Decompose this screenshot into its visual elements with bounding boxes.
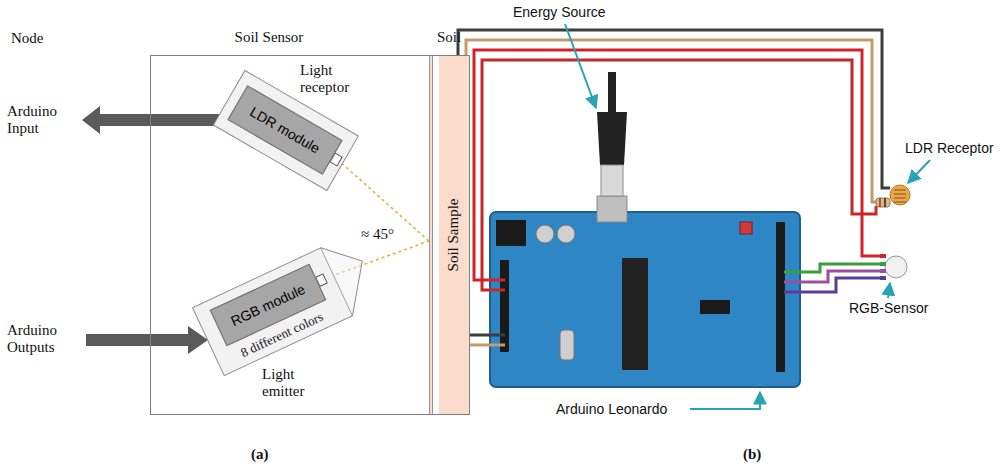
pin-header: [776, 222, 785, 372]
leader-line: [908, 160, 930, 183]
ldr-track: [894, 190, 906, 202]
resistor-symbol: [876, 198, 890, 207]
leader-line: [565, 24, 596, 108]
crystal: [560, 330, 574, 360]
usb-chip: [700, 300, 730, 314]
enclosure-heading: Soil Sensor: [169, 29, 369, 46]
wire: [458, 30, 890, 335]
band-heading: Soil: [419, 29, 479, 46]
soil-band: SoilSoil Sample: [429, 56, 469, 414]
power-jack: [496, 220, 526, 246]
led-leg: [880, 254, 886, 258]
usb-cable: [608, 72, 616, 112]
panel-heading: Node: [10, 30, 45, 47]
rgb-led: [885, 256, 907, 278]
emitter-housing: 8 different colorsRGB moduleLight emitte…: [189, 245, 369, 405]
callout-label: Arduino Leonardo: [555, 401, 668, 417]
leader-line: [690, 392, 760, 409]
wire: [466, 40, 876, 345]
arduino-board: [490, 212, 800, 387]
microcontroller-chip: [622, 258, 648, 370]
housing-heading: Light receptor: [300, 62, 374, 97]
angle-label: ≈ 45°: [360, 226, 395, 243]
leader-line: [888, 283, 890, 298]
housing-tip: [321, 234, 382, 315]
led-leg: [880, 262, 886, 266]
wire: [474, 50, 884, 280]
ldr-symbol: [890, 185, 910, 205]
signal-name: Arduino Input: [6, 103, 80, 138]
resistor-band: [879, 198, 881, 207]
housing-frame: 8 different colorsRGB module: [192, 247, 353, 376]
led-leg: [880, 269, 886, 273]
callout-label: LDR Receptor: [904, 140, 995, 156]
callout-label: Energy Source: [512, 4, 607, 20]
reset-button: [740, 222, 752, 234]
led-leg: [880, 276, 886, 280]
resistor-band: [884, 198, 886, 207]
panel-tag: (b): [742, 446, 762, 463]
signal-name: Arduino Outputs: [6, 322, 80, 357]
output-arrow: [86, 326, 208, 354]
usb-plug-metal: [601, 165, 623, 196]
input-arrow: [82, 106, 222, 134]
housing-heading: Light emitter: [262, 366, 324, 401]
housing-body: [193, 248, 353, 376]
sensor-enclosure: Soil SensorLDR moduleLight receptor8 dif…: [150, 55, 470, 415]
panel-tag: (a): [250, 446, 270, 463]
usb-port: [597, 196, 627, 222]
callout-label: RGB-Sensor: [848, 300, 929, 316]
capacitor: [557, 225, 575, 243]
wire: [784, 278, 884, 292]
band-text: Soil Sample: [445, 199, 462, 272]
capacitor: [536, 225, 554, 243]
usb-plug-boot: [597, 112, 627, 165]
pin-header: [500, 260, 509, 352]
receptor-housing: LDR moduleLight receptor: [211, 59, 373, 254]
wire: [482, 60, 876, 290]
